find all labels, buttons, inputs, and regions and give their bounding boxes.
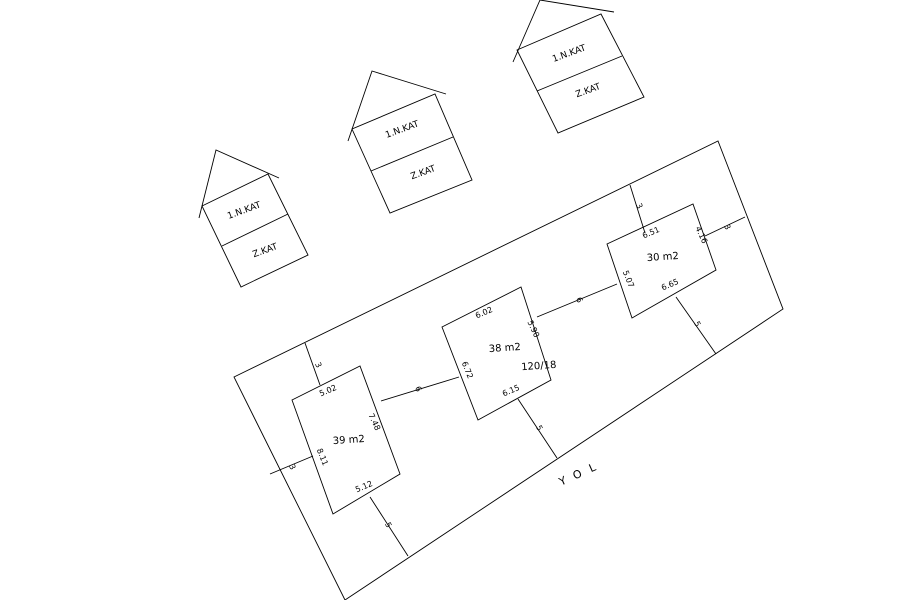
left-side-distance: 3 — [287, 463, 297, 471]
left-bottom-setback-line — [369, 496, 409, 557]
unit-3-area: 30 m2 — [646, 251, 679, 264]
unit-1-right-dim: 7.48 — [366, 412, 382, 432]
distance-labels: 3 3 5 6 5 6 3 3 5 — [287, 202, 732, 529]
road-label: YOL — [556, 457, 606, 489]
left-side-setback-line — [269, 455, 314, 475]
house-3-floor-divider — [536, 55, 623, 92]
mid-bottom-setback-line — [517, 398, 558, 459]
parcel-id: 120/18 — [521, 360, 557, 373]
house-2-roof — [347, 70, 447, 142]
right-side-distance: 3 — [722, 223, 732, 231]
house-elevation-3: 1.N.KAT Z.KAT — [512, 0, 645, 134]
unit-3-left-dim: 5.07 — [621, 269, 636, 289]
house-3-upper-floor: 1.N.KAT — [551, 43, 588, 64]
unit-3-outline — [606, 203, 717, 319]
unit-2-left-dim: 6.72 — [460, 360, 475, 380]
left-bottom-distance: 5 — [383, 521, 393, 529]
left-top-setback-line — [304, 342, 321, 386]
unit-1-area: 39 m2 — [332, 434, 365, 447]
house-elevation-2: 1.N.KAT Z.KAT — [347, 70, 473, 214]
unit-2-right-dim: 5.90 — [525, 319, 541, 339]
house-2-body — [351, 93, 473, 214]
unit-1-bottom-dim: 5.12 — [354, 479, 374, 494]
unit-1-outline — [291, 365, 401, 515]
unit-1: 39 m2 5.02 7.48 8.11 5.12 — [291, 365, 401, 515]
right-top-distance: 3 — [634, 202, 644, 210]
house-1-floor-divider — [221, 213, 289, 247]
right-side-setback-line — [704, 216, 746, 237]
house-2-floor-divider — [370, 136, 454, 172]
gap-2-3-line — [536, 283, 618, 318]
unit-3-top-dim: 6.51 — [641, 225, 661, 240]
gap-1-2-distance: 6 — [413, 385, 423, 393]
unit-2-top-dim: 6.02 — [474, 305, 494, 320]
gap-1-2-line — [380, 376, 460, 402]
house-3-roof — [512, 0, 615, 63]
right-bottom-setback-line — [675, 296, 717, 355]
house-2-ground-floor: Z.KAT — [410, 164, 438, 182]
house-3-ground-floor: Z.KAT — [575, 82, 603, 100]
gap-2-3-distance: 6 — [574, 296, 584, 304]
house-1-upper-floor: 1.N.KAT — [226, 200, 263, 221]
house-elevation-1: 1.N.KAT Z.KAT — [198, 149, 309, 288]
house-1-roof — [198, 149, 280, 219]
unit-2: 38 m2 120/18 6.02 5.90 6.72 6.15 — [441, 286, 557, 421]
unit-2-bottom-dim: 6.15 — [501, 383, 521, 398]
house-3-body — [516, 13, 645, 134]
left-top-distance: 3 — [313, 361, 323, 369]
right-bottom-distance: 5 — [692, 320, 702, 328]
unit-2-area: 38 m2 — [488, 342, 521, 355]
unit-3-bottom-dim: 6.65 — [660, 277, 680, 292]
unit-3: 30 m2 6.51 4.16 5.07 6.65 — [606, 203, 717, 319]
parcel-boundary — [233, 140, 784, 600]
distance-lines — [269, 184, 746, 557]
right-top-setback-line — [629, 184, 646, 234]
mid-bottom-distance: 5 — [534, 424, 544, 432]
house-1-ground-floor: Z.KAT — [252, 242, 280, 260]
unit-2-outline — [441, 286, 552, 421]
house-1-body — [201, 173, 309, 288]
house-2-upper-floor: 1.N.KAT — [384, 119, 421, 140]
unit-1-left-dim: 8.11 — [315, 447, 330, 467]
